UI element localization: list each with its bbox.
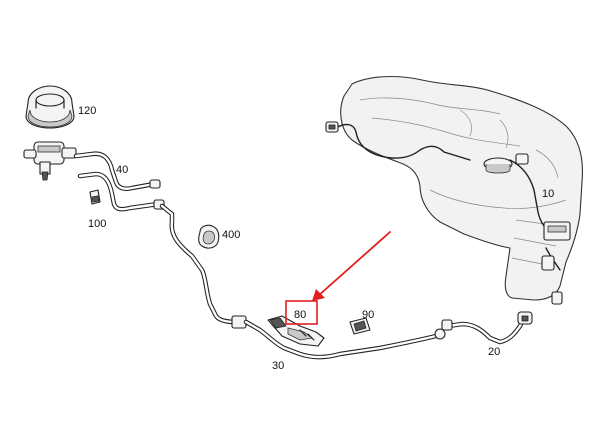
highlight-arrow [312, 231, 391, 301]
part-30-fuel-line [159, 203, 446, 360]
callout-20: 20 [488, 346, 500, 358]
part-40-tube [73, 151, 165, 212]
part-100-clip [89, 189, 101, 205]
callout-30: 30 [272, 360, 284, 372]
callout-400: 400 [222, 229, 240, 241]
part-10-fuel-tank [325, 76, 584, 305]
part-20-tube [441, 311, 533, 345]
callout-10: 10 [542, 188, 554, 200]
part-fuel-pump-module [23, 141, 77, 181]
part-120-cap [25, 85, 75, 129]
callout-120: 120 [78, 105, 96, 117]
callout-40: 40 [116, 164, 128, 176]
callout-100: 100 [88, 218, 106, 230]
callout-90: 90 [362, 309, 374, 321]
part-90-clip [349, 317, 371, 335]
highlight-box-80 [285, 300, 318, 325]
part-80-bracket [267, 315, 325, 347]
callout-80: 80 [294, 309, 306, 321]
part-400-grommet [198, 224, 220, 249]
